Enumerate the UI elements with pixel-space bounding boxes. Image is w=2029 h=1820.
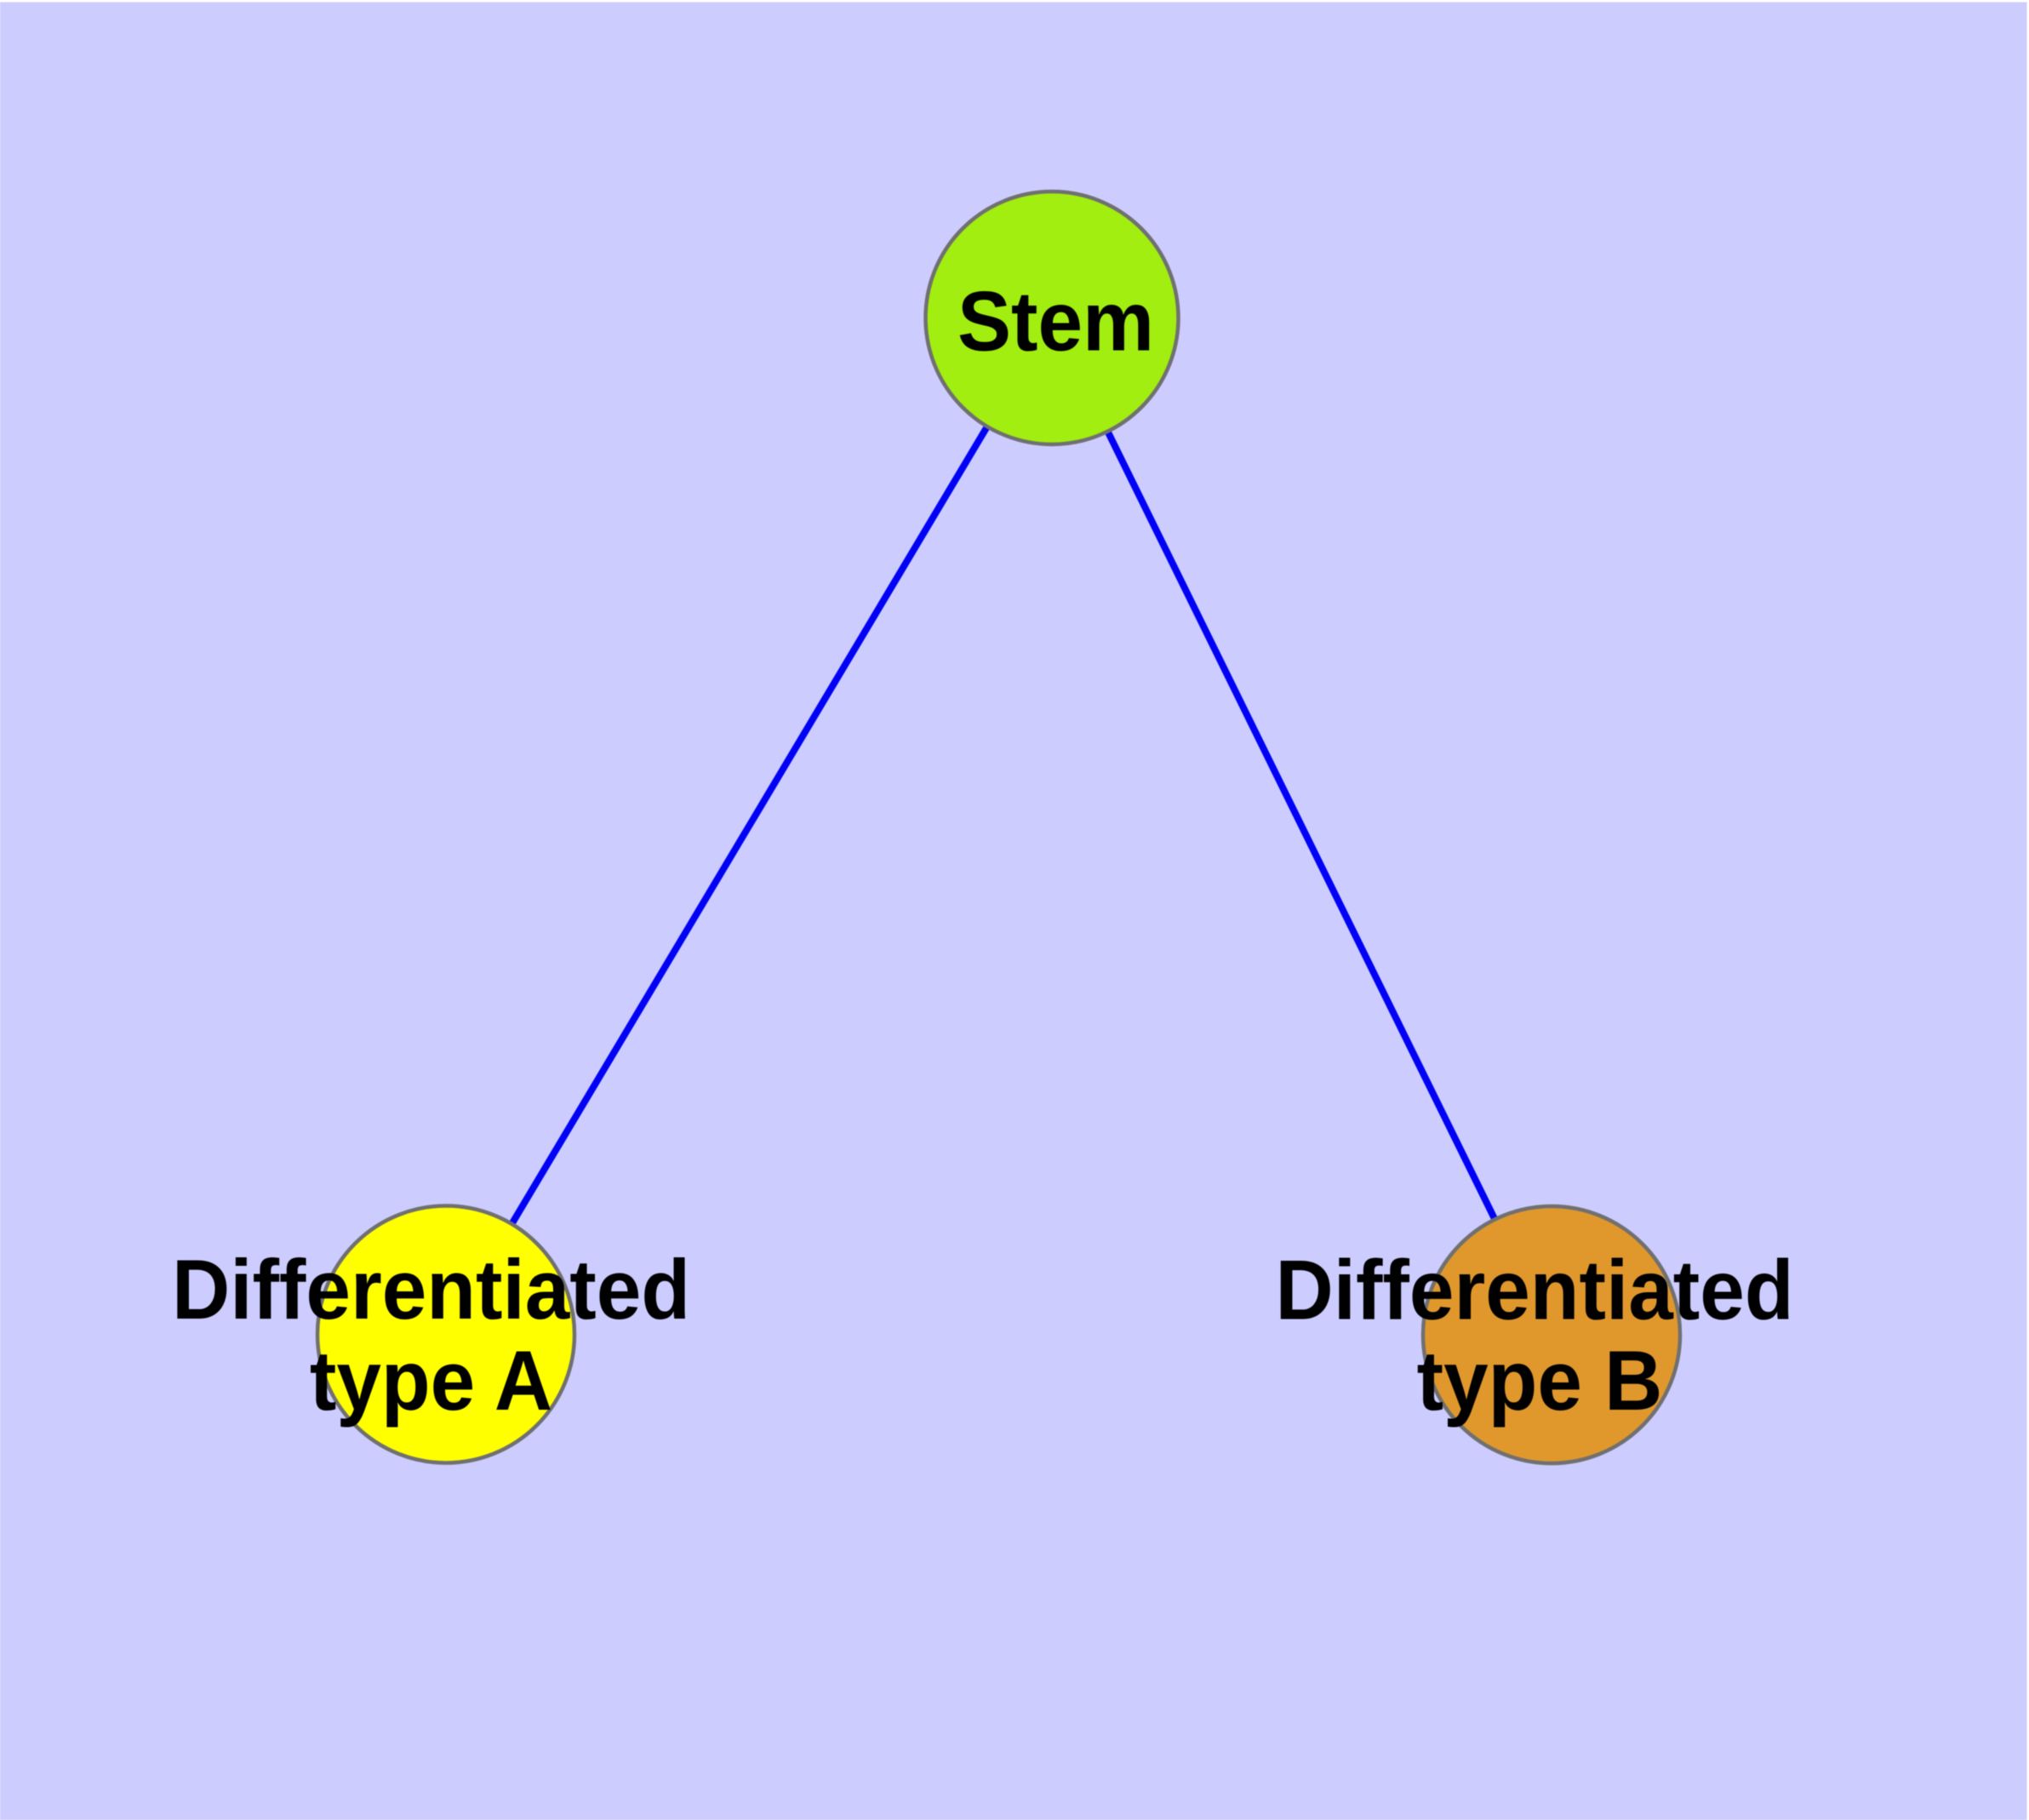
svg-text:Differentiated: Differentiated (172, 1242, 690, 1337)
svg-text:Differentiated: Differentiated (1275, 1242, 1793, 1337)
svg-text:Stem: Stem (957, 273, 1154, 369)
svg-text:type A: type A (310, 1333, 552, 1428)
svg-text:type B: type B (1417, 1333, 1663, 1428)
